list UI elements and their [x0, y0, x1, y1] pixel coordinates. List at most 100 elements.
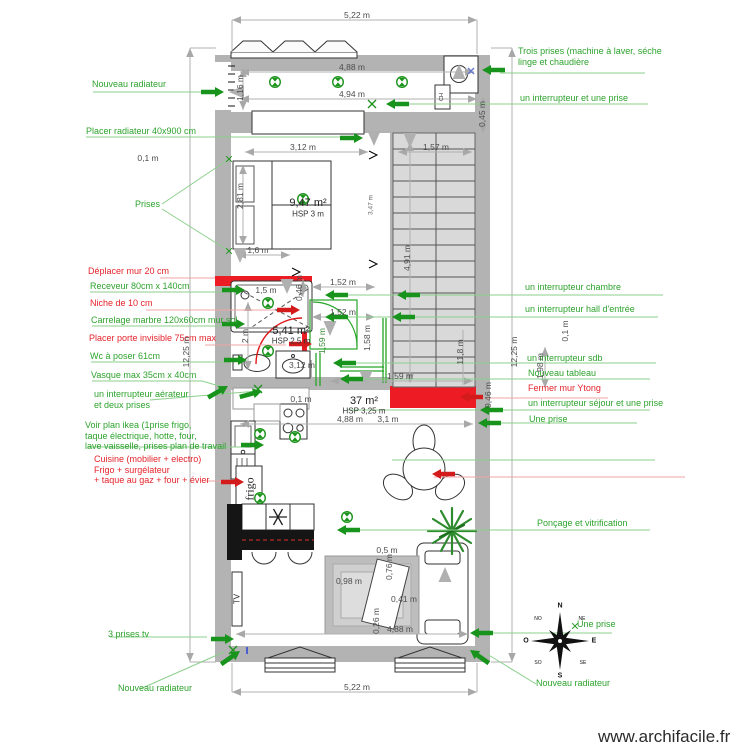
dim-159-door: 1,59 m	[317, 328, 327, 354]
annotation-tv-outlets: 3 prises tv	[108, 629, 150, 639]
dim-347-opening: 3,47 m	[367, 195, 375, 215]
dim-05-rug: 0,5 m	[376, 545, 398, 555]
boiler-icon	[434, 84, 451, 110]
washer-mark	[467, 67, 475, 75]
dim-312-bedroom: 3,12 m	[290, 142, 316, 152]
dim-041-rug: 0,41 m	[391, 594, 417, 604]
dim-2m-bath: 2 m	[240, 328, 250, 344]
chair-icon	[251, 551, 313, 565]
annotation-switch-living: un interrupteur séjour et une prise	[528, 398, 664, 408]
dim-046-right: 0,46 m	[483, 382, 493, 408]
leader-lines-red	[146, 277, 685, 482]
dim-top-width: 5,22 m	[344, 10, 370, 20]
annotation-one-outlet: Une prise	[529, 414, 568, 424]
dim-159-stairs: 1,59 m	[387, 371, 413, 381]
kitchen-sink-icon	[230, 420, 256, 455]
room-living-area: 37 m²	[349, 395, 379, 407]
dim-118: 11,8 m	[455, 339, 465, 365]
compass-no: NO	[534, 616, 542, 622]
annotation-sanding: Ponçage et vitrification	[537, 518, 628, 528]
dim-098-rug: 0,98 m	[336, 576, 362, 586]
dim-116: 1,16 m	[235, 75, 245, 101]
annotation-close-wall: Fermer mur Ytong	[528, 383, 601, 393]
annotation-fan-switch: un interrupteur aérateur et deux prises	[94, 389, 189, 410]
tv-label: TV	[232, 593, 242, 605]
dim-488-mid: 4,88 m	[337, 414, 363, 424]
dim-bottom-width: 5,22 m	[344, 682, 370, 692]
boiler-label: CH	[439, 93, 445, 101]
room-bathroom-hsp: HSP 2,5 m	[271, 336, 311, 346]
annotation-prises: Prises	[135, 199, 161, 209]
dim-right-height: 12,25 m	[509, 336, 519, 368]
compass-rose-icon	[531, 612, 589, 670]
dim-312-bath: 3,12 m	[289, 360, 315, 370]
bottom-radiator-left-icon	[264, 646, 336, 673]
dim-31: 3,1 m	[377, 414, 399, 424]
compass-se: SE	[579, 660, 587, 666]
dim-494: 4,94 m	[339, 89, 365, 99]
tv-unit-icon	[231, 571, 243, 627]
dim-152-a: 1,52 m	[330, 277, 356, 287]
dim-076: 0,76 m	[384, 554, 394, 580]
annotation-new-radiator-bottom-left: Nouveau radiateur	[118, 683, 193, 693]
annotation-tiling: Carrelage marbre 120x60cm mur sol	[91, 315, 238, 325]
annotation-shower-tray: Receveur 80cm x 140cm	[90, 281, 190, 291]
annotation-new-radiator-bottom-right: Nouveau radiateur	[536, 678, 611, 688]
bed-icon	[232, 160, 332, 250]
compass-o: O	[523, 637, 529, 645]
dim-046-hall: 0,46 m	[294, 275, 304, 301]
dim-026: 0,26 m	[371, 608, 381, 634]
sink-vanity-icon	[275, 350, 311, 379]
annotation-move-wall: Déplacer mur 20 cm	[88, 266, 170, 276]
dim-01-kitchen: 0,1 m	[290, 394, 312, 404]
annotation-kitchen: Cuisine (mobilier + electro) Frigo + sur…	[94, 454, 210, 486]
annotation-new-panel: Nouveau tableau	[528, 368, 597, 378]
room-bathroom-area: 5,41 m²	[272, 325, 310, 337]
room-bedroom-area: 9,47 m²	[289, 197, 327, 209]
furniture	[230, 40, 479, 673]
room-living-hsp: HSP 3,25 m	[342, 406, 386, 416]
dim-158: 1,58 m	[362, 325, 372, 351]
top-radiators-icon	[230, 40, 358, 59]
dim-157-stairs: 1,57 m	[423, 142, 449, 152]
dim-045: 0,45 m	[477, 101, 487, 127]
compass-s: S	[557, 672, 563, 680]
compass-e: E	[591, 637, 597, 645]
dim-488-bottom: 4,88 m	[387, 624, 413, 634]
dim-198: 1,98 m	[535, 353, 545, 379]
dim-left-height: 12,25 m	[181, 336, 191, 368]
annotation-invisible-door: Placer porte invisible 75cm max	[89, 333, 217, 343]
annotation-switch-bedroom: un interrupteur chambre	[525, 282, 622, 292]
annotation-new-radiator-top: Nouveau radiateur	[92, 79, 167, 89]
compass-ne: NE	[578, 616, 586, 622]
annotation-three-outlets: Trois prises (machine à laver, séche lin…	[518, 46, 662, 67]
freezer-counter-icon	[241, 503, 315, 531]
annotation-place-radiator: Placer radiateur 40x900 cm	[86, 126, 197, 136]
dim-488-top: 4,88 m	[339, 62, 365, 72]
annotation-ikea-plan: Voir plan ikea (1prise frigo, taque élec…	[85, 420, 227, 452]
radiator-placement-box	[251, 110, 365, 135]
ceiling-fan-icon	[382, 424, 466, 501]
annotation-niche: Niche de 10 cm	[90, 298, 153, 308]
compass-so: SO	[534, 660, 542, 666]
fridge-label: frigo	[242, 477, 257, 501]
annotation-wc: Wc à poser 61cm	[90, 351, 161, 361]
compass-n: N	[557, 602, 563, 610]
sofa-icon	[416, 542, 469, 645]
opening-marks	[291, 150, 379, 277]
dim-15-shower: 1,5 m	[255, 285, 277, 295]
kitchen-counter	[253, 403, 281, 422]
dim-01-left: 0,1 m	[137, 153, 159, 163]
coffee-table-top	[361, 558, 410, 630]
door-swings	[255, 299, 387, 386]
annotation-switch-hall: un interrupteur hall d'entrée	[525, 304, 635, 314]
plant-icon	[426, 506, 478, 556]
dim-152-b: 1,52 m	[330, 307, 356, 317]
bottom-radiator-right-icon	[394, 646, 466, 673]
annotation-vasque: Vasque max 35cm x 40cm	[91, 370, 197, 380]
leader-lines-green	[86, 72, 663, 690]
annotation-switch-bathroom: un interrupteur sdb	[527, 353, 603, 363]
dim-16: 1,6 m	[247, 245, 269, 255]
